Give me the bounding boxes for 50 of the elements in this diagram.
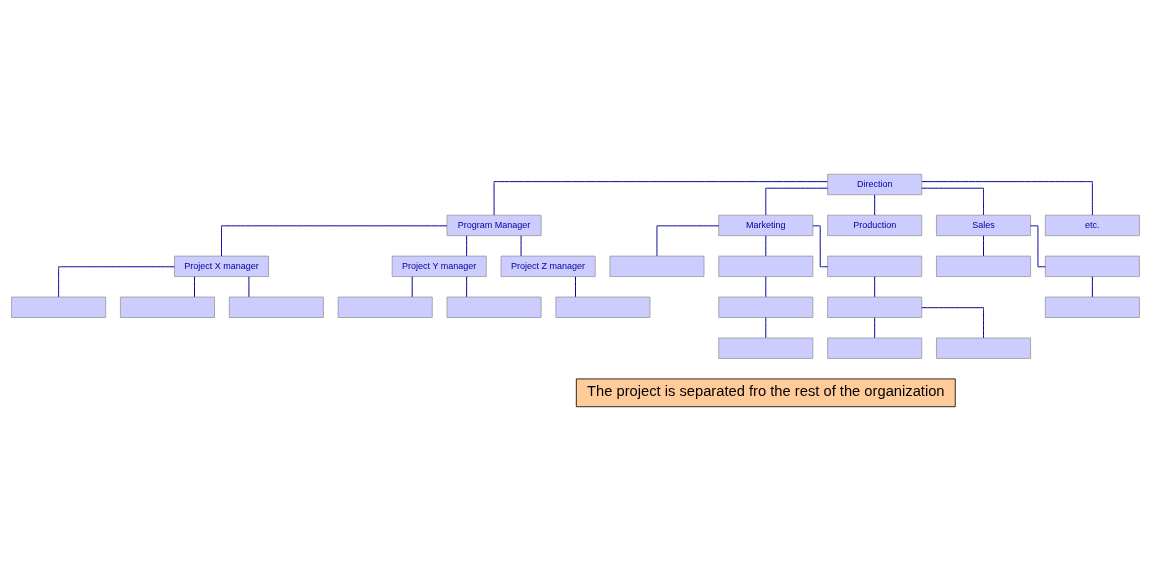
connector xyxy=(765,235,767,257)
node-box xyxy=(718,337,814,359)
node-box xyxy=(446,296,542,318)
connector xyxy=(921,307,984,339)
node-box xyxy=(827,337,923,359)
connector xyxy=(466,276,468,298)
node-box: Program Manager xyxy=(446,214,542,237)
connector xyxy=(765,317,767,339)
node-box xyxy=(827,296,923,318)
node-box: Direction xyxy=(827,173,923,196)
connector xyxy=(58,266,175,298)
node-box: The project is separated fro the rest of the organization xyxy=(575,378,956,408)
node-box xyxy=(609,255,705,277)
connector xyxy=(466,235,468,257)
node-box xyxy=(228,296,324,318)
node-box xyxy=(120,296,215,318)
connector xyxy=(983,235,984,257)
connector xyxy=(812,225,829,268)
node-box xyxy=(718,296,814,318)
connector xyxy=(921,181,1093,216)
node-box xyxy=(718,255,814,277)
connector xyxy=(656,225,720,257)
node-box: Project X manager xyxy=(174,255,269,277)
connector xyxy=(194,276,195,298)
node-box xyxy=(337,296,433,318)
connector xyxy=(493,181,828,216)
node-box: Project Y manager xyxy=(391,255,487,277)
connector xyxy=(765,187,829,216)
connector xyxy=(575,276,576,298)
node-box xyxy=(936,337,1031,359)
node-box: Marketing xyxy=(718,214,814,237)
connector xyxy=(765,276,767,298)
node-box xyxy=(11,296,107,318)
connector xyxy=(1030,225,1046,268)
node-box: Project Z manager xyxy=(500,255,596,277)
connector xyxy=(921,187,984,216)
node-box xyxy=(555,296,651,318)
connector xyxy=(874,317,876,339)
node-box: etc. xyxy=(1044,214,1140,237)
connector xyxy=(221,225,448,257)
node-box xyxy=(827,255,923,277)
connector xyxy=(874,194,876,216)
node-box xyxy=(1044,296,1140,318)
node-box xyxy=(936,255,1031,277)
node-box xyxy=(1044,255,1140,277)
connector xyxy=(411,276,413,298)
connector xyxy=(1091,276,1093,298)
node-box: Sales xyxy=(936,214,1031,237)
node-box: Production xyxy=(827,214,923,237)
connector xyxy=(874,276,876,298)
